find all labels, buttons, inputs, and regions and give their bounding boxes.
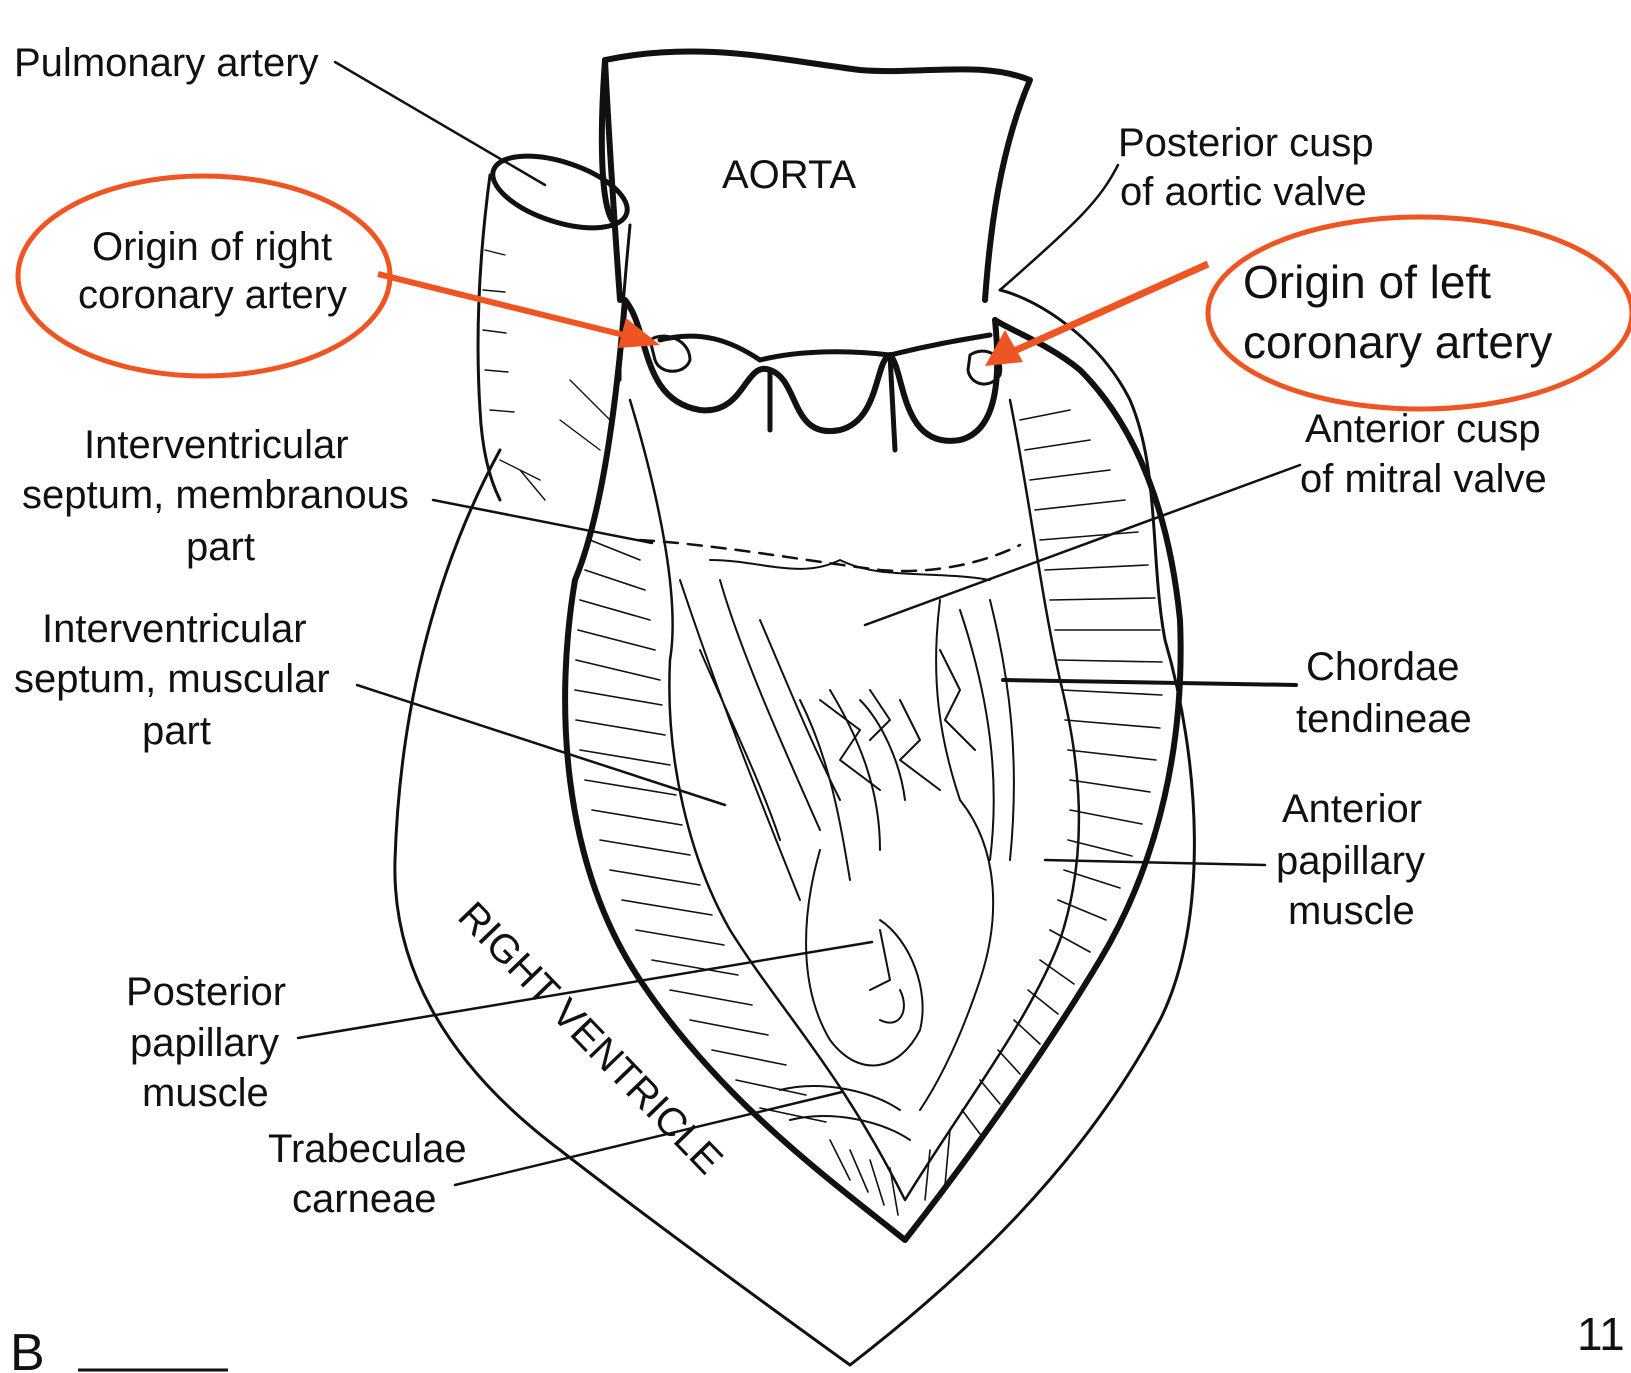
membranous-septum-dashes: [640, 540, 1020, 571]
label-trabeculae-1: Trabeculae: [268, 1127, 467, 1171]
label-posterior-pap-1: Posterior: [126, 970, 286, 1014]
lv-wall-inner: [630, 400, 1079, 1200]
label-iv-membranous-2: septum, membranous: [22, 473, 409, 517]
leader-chordae: [1003, 680, 1296, 685]
label-right-ventricle: RIGHT VENTRICLE: [450, 894, 731, 1183]
label-anterior-cusp-1: Anterior cusp: [1305, 407, 1541, 451]
leader-anterior-cusp: [865, 465, 1300, 625]
label-anterior-pap-2: papillary: [1276, 839, 1425, 883]
left-coronary-highlight-ellipse: [1208, 217, 1631, 409]
mitral-valve-chordae: [680, 560, 1014, 900]
posterior-papillary-muscle: [806, 850, 923, 1065]
label-pulmonary-artery: Pulmonary artery: [14, 41, 319, 85]
label-trabeculae-2: carneae: [292, 1177, 437, 1221]
pulmonary-artery-texture: [483, 250, 610, 500]
panel-letter: B: [10, 1324, 45, 1373]
valve-commissures: [770, 355, 895, 450]
right-ventricle-outline: [395, 290, 1195, 1365]
label-origin-right-2: coronary artery: [78, 273, 347, 317]
label-posterior-cusp-2: of aortic valve: [1120, 170, 1367, 214]
label-aorta: AORTA: [722, 153, 856, 197]
aortic-valve-top: [660, 335, 990, 360]
label-anterior-pap-3: muscle: [1288, 889, 1415, 933]
page-number: 11: [1577, 1308, 1625, 1360]
label-anterior-cusp-2: of mitral valve: [1300, 457, 1547, 501]
right-coronary-arrow-shaft: [378, 274, 628, 336]
label-posterior-cusp-1: Posterior cusp: [1118, 121, 1374, 165]
right-coronary-ostium: [650, 336, 690, 371]
pulmonary-artery-tube: [478, 175, 500, 500]
label-origin-right-1: Origin of right: [92, 225, 332, 269]
leader-posterior-cusp: [1000, 165, 1118, 290]
label-iv-membranous-3: part: [186, 525, 255, 569]
label-origin-left-2: coronary artery: [1243, 316, 1552, 368]
label-chordae-1: Chordae: [1306, 645, 1459, 689]
label-iv-muscular-1: Interventricular: [42, 607, 307, 651]
label-iv-muscular-3: part: [142, 709, 211, 753]
leader-anterior-pap: [1045, 860, 1265, 865]
label-anterior-pap-1: Anterior: [1282, 787, 1422, 831]
label-posterior-pap-2: papillary: [130, 1021, 279, 1065]
label-iv-membranous-1: Interventricular: [84, 423, 349, 467]
label-chordae-2: tendineae: [1296, 697, 1472, 741]
leader-lines: [298, 62, 1300, 1185]
anterior-papillary-muscle: [920, 800, 993, 1110]
label-origin-left-1: Origin of left: [1243, 256, 1491, 308]
leader-pulmonary: [335, 62, 545, 185]
label-posterior-pap-3: muscle: [142, 1071, 269, 1115]
papillary-detail: [870, 930, 904, 1023]
label-iv-muscular-2: septum, muscular: [14, 657, 330, 701]
